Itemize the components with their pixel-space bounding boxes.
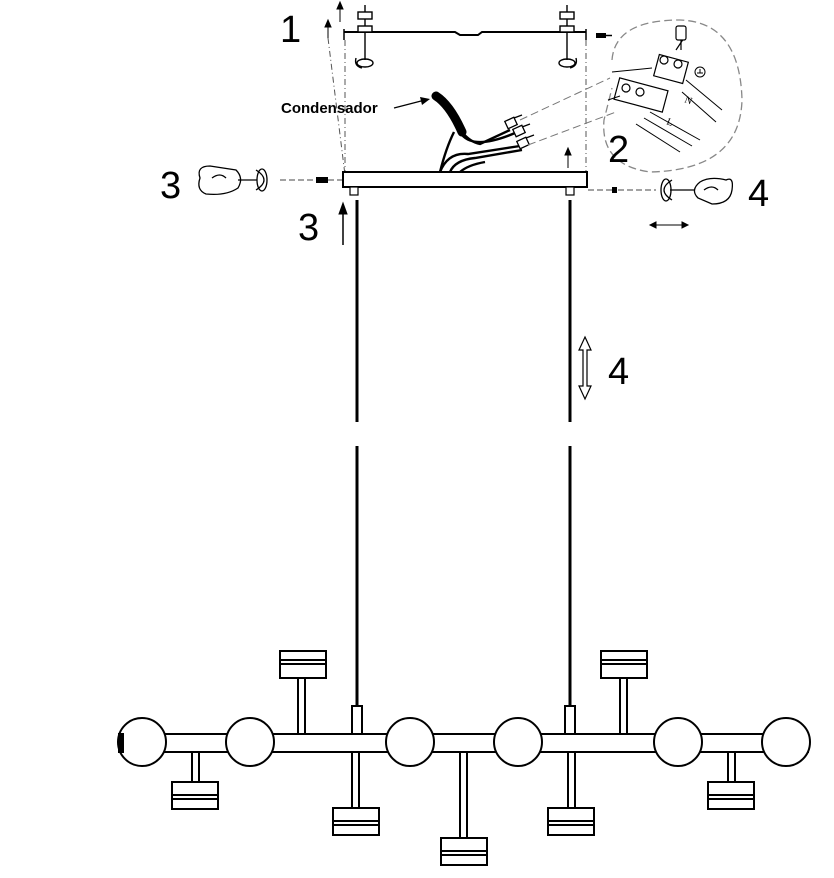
bracket-screw-left <box>354 5 374 69</box>
bracket-screw-right <box>558 5 578 69</box>
height-adjust-arrow-icon <box>578 335 592 401</box>
horizontal-double-arrow-icon <box>648 221 690 229</box>
canopy-up-arrow-icon <box>564 146 572 168</box>
terminal-block <box>613 34 690 113</box>
condenser-pointer-arrow <box>393 97 430 109</box>
step-2-number: 2 <box>608 129 629 171</box>
inset-wires <box>607 67 723 153</box>
ceiling-bracket <box>343 29 587 40</box>
suspension-cables <box>355 200 572 706</box>
set-screw-icon-left <box>280 177 342 183</box>
ground-icon <box>694 66 706 78</box>
cable-connectors <box>503 114 535 150</box>
live-label: L <box>665 116 675 128</box>
ceiling-canopy <box>342 171 588 196</box>
screw-icon <box>596 33 612 38</box>
guide-lines <box>327 37 587 176</box>
step-3-number-left: 3 <box>160 165 181 207</box>
screwdriver-icon <box>675 25 687 50</box>
power-cables <box>438 128 523 173</box>
lamp-body <box>117 650 811 866</box>
condenser <box>431 91 467 137</box>
condenser-label: Condensador <box>281 100 378 117</box>
hand-loosening-icon-right <box>660 177 734 205</box>
upward-arrow-icon <box>324 0 344 38</box>
callout-lines <box>519 77 617 146</box>
step-3-number-arrow: 3 <box>298 207 319 249</box>
step-3-up-arrow-icon <box>338 201 348 245</box>
wiring-detail-inset: N L <box>603 19 743 173</box>
neutral-label: N <box>683 94 694 107</box>
step-4-number-arrow: 4 <box>608 351 629 393</box>
hand-tightening-icon-left <box>198 165 268 196</box>
set-screw-icon-right <box>588 187 656 193</box>
step-4-number-right: 4 <box>748 173 769 215</box>
step-1-number: 1 <box>280 9 301 51</box>
